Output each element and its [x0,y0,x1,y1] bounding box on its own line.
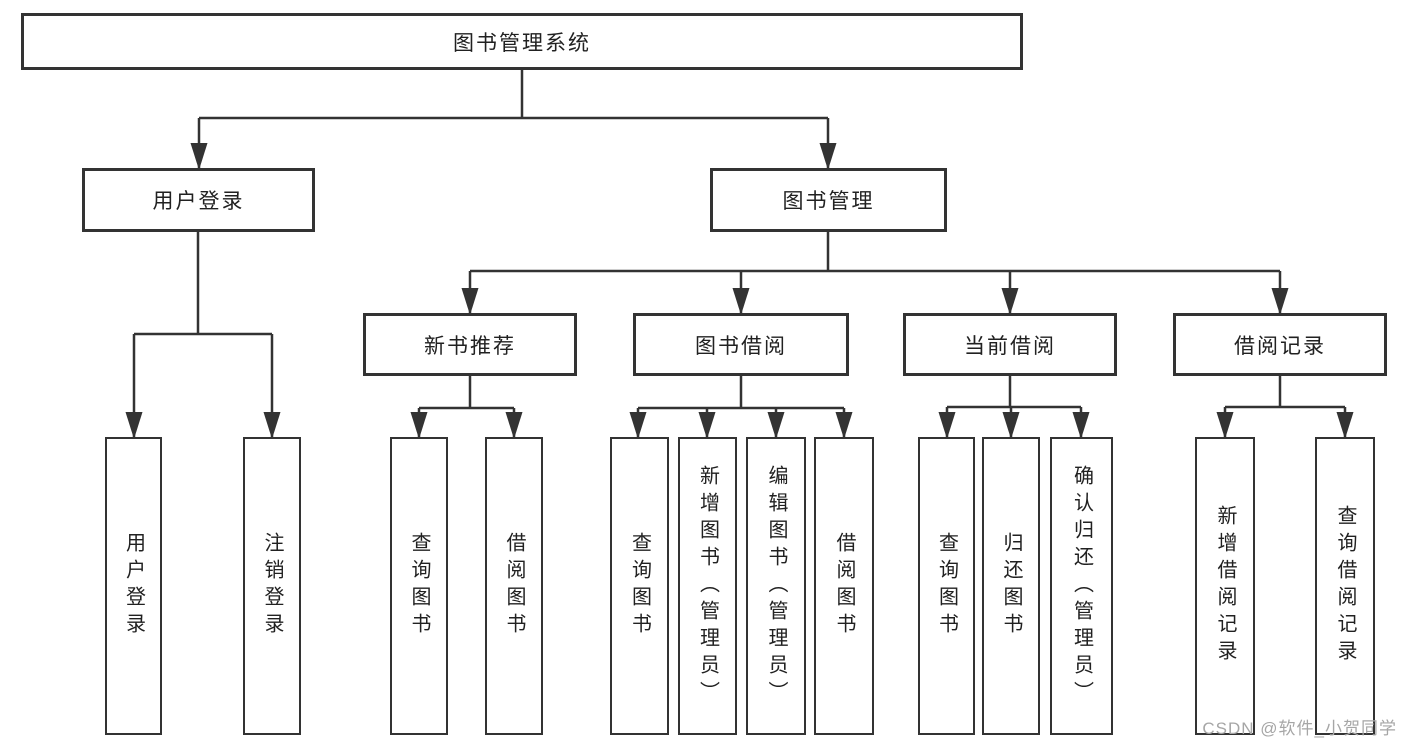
leaf-confirm-return-admin: 确认归还（管理员） [1050,437,1113,735]
node-borrowing-records: 借阅记录 [1173,313,1387,376]
leaf-add-books-admin: 新增图书（管理员） [678,437,737,735]
node-library-management-system: 图书管理系统 [21,13,1023,70]
leaf-query-books-recommend: 查询图书 [390,437,448,735]
leaf-query-books-borrowing: 查询图书 [610,437,669,735]
node-book-management: 图书管理 [710,168,947,232]
leaf-query-books-current: 查询图书 [918,437,975,735]
leaf-logout: 注销登录 [243,437,301,735]
leaf-user-login: 用户登录 [105,437,162,735]
leaf-edit-books-admin: 编辑图书（管理员） [746,437,806,735]
csdn-watermark: CSDN @软件_小贺同学 [1202,719,1397,738]
node-book-borrowing: 图书借阅 [633,313,849,376]
node-new-book-recommendation: 新书推荐 [363,313,577,376]
leaf-add-borrow-record: 新增借阅记录 [1195,437,1255,735]
leaf-query-borrow-record: 查询借阅记录 [1315,437,1375,735]
node-current-borrowing: 当前借阅 [903,313,1117,376]
leaf-borrow-books-recommend: 借阅图书 [485,437,543,735]
leaf-borrow-books: 借阅图书 [814,437,874,735]
node-user-login: 用户登录 [82,168,315,232]
leaf-return-books: 归还图书 [982,437,1040,735]
